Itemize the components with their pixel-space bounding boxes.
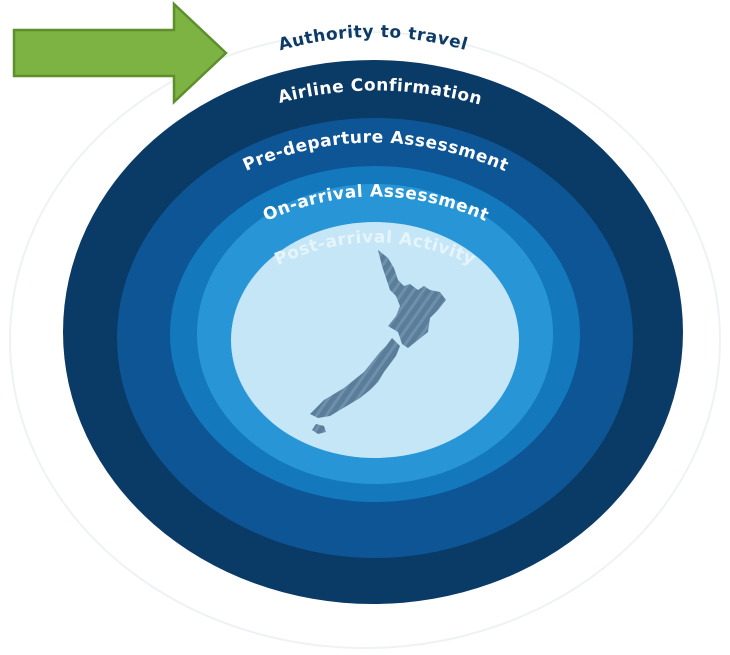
new-zealand-map-icon bbox=[310, 250, 446, 434]
center-circle bbox=[231, 222, 519, 458]
right-arrow-icon bbox=[12, 1, 228, 105]
